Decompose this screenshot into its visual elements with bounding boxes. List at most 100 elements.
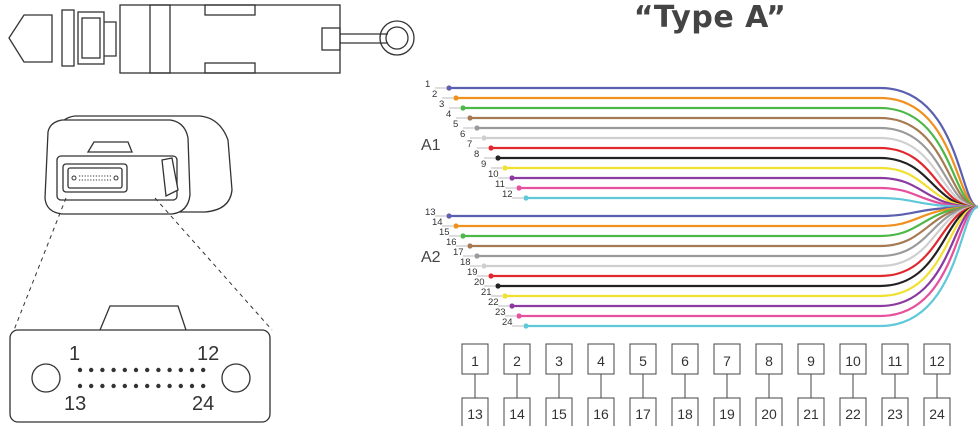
port-label-bottom: 24: [929, 406, 945, 422]
face-fiber-dot: [145, 383, 150, 389]
fiber-line-21: [505, 205, 978, 298]
fiber-lines: [446, 85, 978, 329]
fiber-endpoint-1: [446, 85, 452, 91]
port-box-top: [587, 343, 615, 375]
port-box-bottom: [797, 397, 825, 426]
fiber-label-21: 21: [481, 287, 492, 298]
face-fiber-dot: [201, 367, 206, 373]
fiber-endpoint-5: [474, 125, 480, 131]
port-box-top: [629, 343, 657, 375]
connector-perspective-view: [44, 115, 233, 215]
port-label-top: 4: [597, 353, 605, 369]
fiber-line-22: [512, 205, 978, 308]
fiber-label-13: 13: [425, 207, 436, 218]
fiber-line-20: [498, 205, 978, 288]
fiber-endpoint-15: [460, 233, 466, 239]
port-label-bottom: 23: [887, 406, 903, 422]
fiber-endpoint-11: [516, 185, 522, 191]
port-label-top: 11: [888, 353, 903, 369]
fiber-endpoint-20: [495, 283, 501, 289]
fiber-endpoint-3: [460, 105, 466, 111]
face-fiber-dot: [156, 367, 161, 373]
zoom-guide-lines: [13, 197, 273, 331]
port-label-top: 12: [929, 353, 945, 369]
diagram-title: “Type A”: [633, 0, 787, 35]
fiber-endpoint-19: [488, 273, 494, 279]
port-label-bottom: 14: [509, 406, 525, 422]
fiber-label-16: 16: [446, 237, 457, 248]
face-fiber-dot: [167, 367, 172, 373]
fiber-endpoint-17: [474, 253, 480, 259]
port-label-top: 1: [471, 353, 479, 369]
port-label-bottom: 15: [551, 406, 567, 422]
port-label-bottom: 17: [635, 406, 651, 422]
fiber-endpoint-21: [502, 293, 508, 299]
face-fiber-dot: [133, 383, 139, 389]
fiber-label-19: 19: [467, 267, 478, 278]
ferrule-dots-small: [71, 175, 119, 181]
face-fiber-dot: [89, 367, 94, 373]
port-box-bottom: [713, 397, 741, 426]
port-label-bottom: 16: [593, 406, 609, 422]
fiber-endpoint-10: [509, 175, 515, 181]
fiber-endpoint-18: [481, 263, 487, 269]
fiber-label-10: 10: [488, 169, 499, 180]
port-box-top: [461, 343, 489, 375]
fiber-label-7: 7: [467, 139, 472, 150]
port-label-bottom: 21: [803, 406, 819, 422]
face-label-13: 13: [64, 393, 86, 415]
fiber-endpoint-6: [481, 135, 487, 141]
face-fiber-dot: [77, 367, 83, 373]
fiber-label-8: 8: [474, 149, 479, 160]
port-label-top: 7: [723, 353, 731, 369]
fiber-label-4: 4: [446, 109, 451, 120]
face-label-24: 24: [192, 393, 214, 415]
fiber-endpoint-22: [509, 303, 515, 309]
port-box-bottom: [587, 397, 615, 426]
port-box-bottom: [755, 397, 783, 426]
fiber-label-9: 9: [481, 159, 486, 170]
fiber-label-2: 2: [432, 89, 437, 100]
fiber-endpoint-8: [495, 155, 501, 161]
fiber-label-14: 14: [432, 217, 443, 228]
face-fiber-dot: [122, 383, 128, 389]
face-fiber-dot: [100, 367, 105, 373]
fiber-line-15: [463, 205, 978, 238]
port-label-bottom: 13: [467, 406, 483, 422]
fiber-line-23: [519, 205, 978, 318]
face-label-1: 1: [69, 343, 80, 365]
face-fiber-dot: [178, 367, 183, 373]
fiber-line-1: [449, 86, 978, 209]
fiber-line-2: [456, 96, 978, 209]
port-box-top: [881, 343, 909, 375]
fiber-label-23: 23: [495, 307, 506, 318]
fiber-line-4: [470, 116, 978, 209]
port-box-top: [755, 343, 783, 375]
fiber-endpoint-24: [523, 323, 529, 329]
face-fiber-dot: [111, 383, 116, 389]
port-label-bottom: 22: [845, 406, 861, 422]
face-fiber-dot: [189, 367, 195, 373]
face-fiber-dot: [122, 367, 128, 373]
face-fiber-dot: [201, 383, 206, 389]
port-box-bottom: [671, 397, 699, 426]
fiber-line-12: [526, 196, 978, 209]
port-label-bottom: 18: [677, 406, 693, 422]
port-label-top: 5: [639, 353, 647, 369]
port-label-top: 3: [555, 353, 563, 369]
face-label-12: 12: [197, 343, 219, 365]
fiber-label-3: 3: [439, 99, 444, 110]
face-fiber-dot: [167, 383, 172, 389]
port-box-bottom: [881, 397, 909, 426]
fiber-label-6: 6: [460, 129, 465, 140]
fiber-line-13: [449, 205, 978, 218]
port-box-top: [503, 343, 531, 375]
port-box-top: [713, 343, 741, 375]
port-box-bottom: [461, 397, 489, 426]
port-box-top: [797, 343, 825, 375]
face-fiber-dot: [100, 383, 105, 389]
fiber-endpoint-9: [502, 165, 508, 171]
fiber-endpoint-16: [467, 243, 473, 249]
